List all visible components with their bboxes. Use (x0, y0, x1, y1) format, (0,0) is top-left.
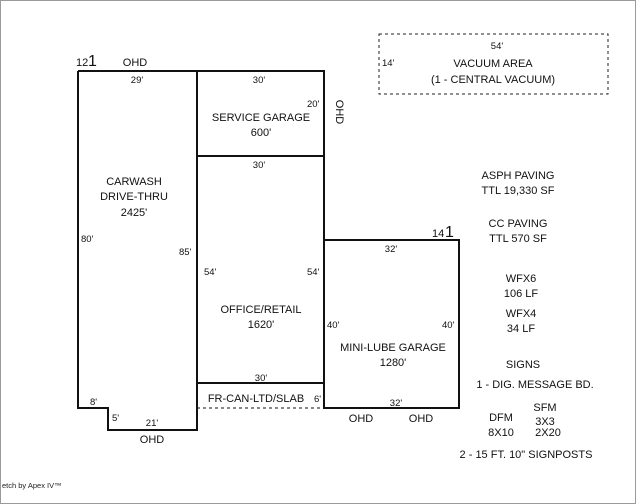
carwash-bottom-dim: 21' (146, 418, 159, 429)
slab-name: FR-CAN-LTD/SLAB (208, 393, 304, 405)
lube-top-dim: 32' (385, 244, 398, 255)
slab-top-dim: 30' (255, 373, 268, 384)
signposts-note: 2 - 15 FT. 10" SIGNPOSTS (460, 449, 593, 461)
sfm-size-1: 3X3 (535, 416, 555, 428)
story-mark-right: 1 (445, 224, 454, 241)
sfm-title: SFM (533, 402, 556, 414)
vacuum-width-label: 54' (491, 41, 504, 52)
vacuum-height-label: 14' (382, 58, 395, 69)
carwash-step-left-dim: 8' (90, 397, 97, 408)
cc-paving-title: CC PAVING (489, 218, 548, 230)
ohd-top-left: OHD (123, 57, 148, 69)
vacuum-area-outline (378, 33, 609, 95)
service-garage-name: SERVICE GARAGE (212, 112, 310, 124)
story-mark-left: 1 (88, 53, 97, 70)
carwash-name-line1: CARWASH (106, 176, 162, 188)
sfm-size-2: 2X20 (535, 427, 561, 439)
carwash-step-bottom-dim: 5' (112, 413, 119, 424)
signs-title: SIGNS (506, 359, 540, 371)
office-retail-name: OFFICE/RETAIL (220, 304, 301, 316)
mini-lube-area: 1280' (380, 357, 407, 369)
asph-paving-total: TTL 19,330 SF (482, 185, 555, 197)
lube-bottom-dim: 32' (390, 398, 403, 409)
wfx4-length: 34 LF (507, 323, 535, 335)
ohd-service-side: OHD (333, 100, 345, 125)
carwash-area: 2425' (121, 207, 148, 219)
vacuum-note: (1 - CENTRAL VACUUM) (431, 74, 555, 86)
office-right-dim: 54' (307, 267, 320, 278)
service-top-dim: 30' (253, 75, 266, 86)
asph-paving-title: ASPH PAVING (482, 170, 555, 182)
office-left-dim: 54' (204, 267, 217, 278)
cc-paving-total: TTL 570 SF (489, 233, 547, 245)
story-number-right: 14 (432, 228, 444, 240)
lube-right-dim: 40' (442, 320, 455, 331)
story-number-left: 12 (76, 57, 88, 69)
mini-lube-outline (323, 239, 460, 409)
carwash-top-dim: 29' (131, 75, 144, 86)
ohd-lube-right: OHD (409, 413, 434, 425)
ohd-lube-left: OHD (349, 413, 374, 425)
wfx6-length: 106 LF (504, 288, 539, 300)
dfm-title: DFM (489, 412, 513, 424)
wfx4-title: WFX4 (506, 308, 537, 320)
lube-left-dim: 40' (327, 320, 340, 331)
carwash-right-dim: 85' (179, 247, 192, 258)
carwash-left-dim: 80' (81, 234, 94, 245)
service-right-dim: 20' (307, 99, 320, 110)
carwash-name-line2: DRIVE-THRU (100, 191, 168, 203)
vacuum-title: VACUUM AREA (453, 58, 533, 70)
slab-right-dim: 6' (314, 394, 321, 405)
wfx6-title: WFX6 (506, 273, 537, 285)
mini-lube-name: MINI-LUBE GARAGE (340, 342, 446, 354)
office-retail-area: 1620' (248, 319, 275, 331)
service-garage-area: 600' (251, 127, 271, 139)
office-top-dim: 30' (253, 160, 266, 171)
footer-credit: etch by Apex IV™ (2, 481, 62, 490)
dfm-size: 8X10 (488, 427, 514, 439)
ohd-bottom-carwash: OHD (140, 434, 165, 446)
signs-message-board: 1 - DIG. MESSAGE BD. (476, 379, 593, 391)
